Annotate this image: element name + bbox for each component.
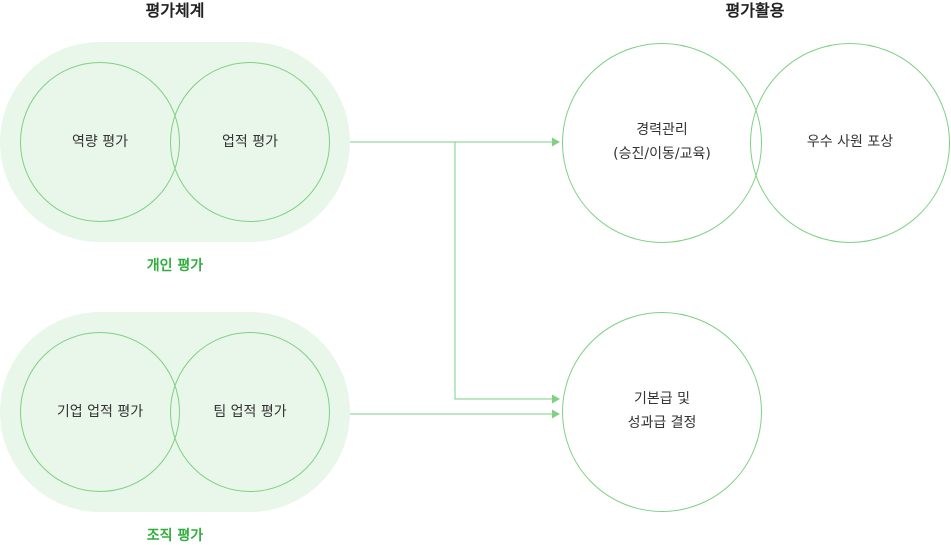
arrowhead-salary-lower <box>552 409 560 419</box>
salary-decision-circle <box>562 312 762 512</box>
performance-evaluation-circle <box>170 62 330 222</box>
salary-decision-label: 기본급 및 성과급 결정 <box>572 387 752 435</box>
employee-reward-label: 우수 사원 포상 <box>806 134 894 150</box>
individual-evaluation-caption: 개인 평가 <box>146 258 204 274</box>
salary-decision-line1: 기본급 및 <box>634 391 690 407</box>
heading-evaluation-system: 평가체계 <box>145 1 205 20</box>
company-performance-label: 기업 업적 평가 <box>56 404 144 420</box>
career-management-title: 경력관리 <box>636 122 688 138</box>
team-performance-circle <box>170 332 330 492</box>
connector-branch-vertical <box>454 142 553 400</box>
team-performance-label: 팀 업적 평가 <box>213 404 287 420</box>
salary-decision-line2: 성과급 결정 <box>627 415 697 431</box>
heading-evaluation-use: 평가활용 <box>725 1 785 20</box>
competency-evaluation-label: 역량 평가 <box>72 134 128 150</box>
employee-reward-circle <box>750 43 950 243</box>
organization-evaluation-caption: 조직 평가 <box>146 528 204 544</box>
career-management-label: 경력관리 (승진/이동/교육) <box>572 118 752 166</box>
arrowhead-career <box>552 137 560 147</box>
career-management-detail: (승진/이동/교육) <box>613 146 711 162</box>
arrowhead-salary-upper <box>552 394 560 404</box>
performance-evaluation-label: 업적 평가 <box>222 134 278 150</box>
